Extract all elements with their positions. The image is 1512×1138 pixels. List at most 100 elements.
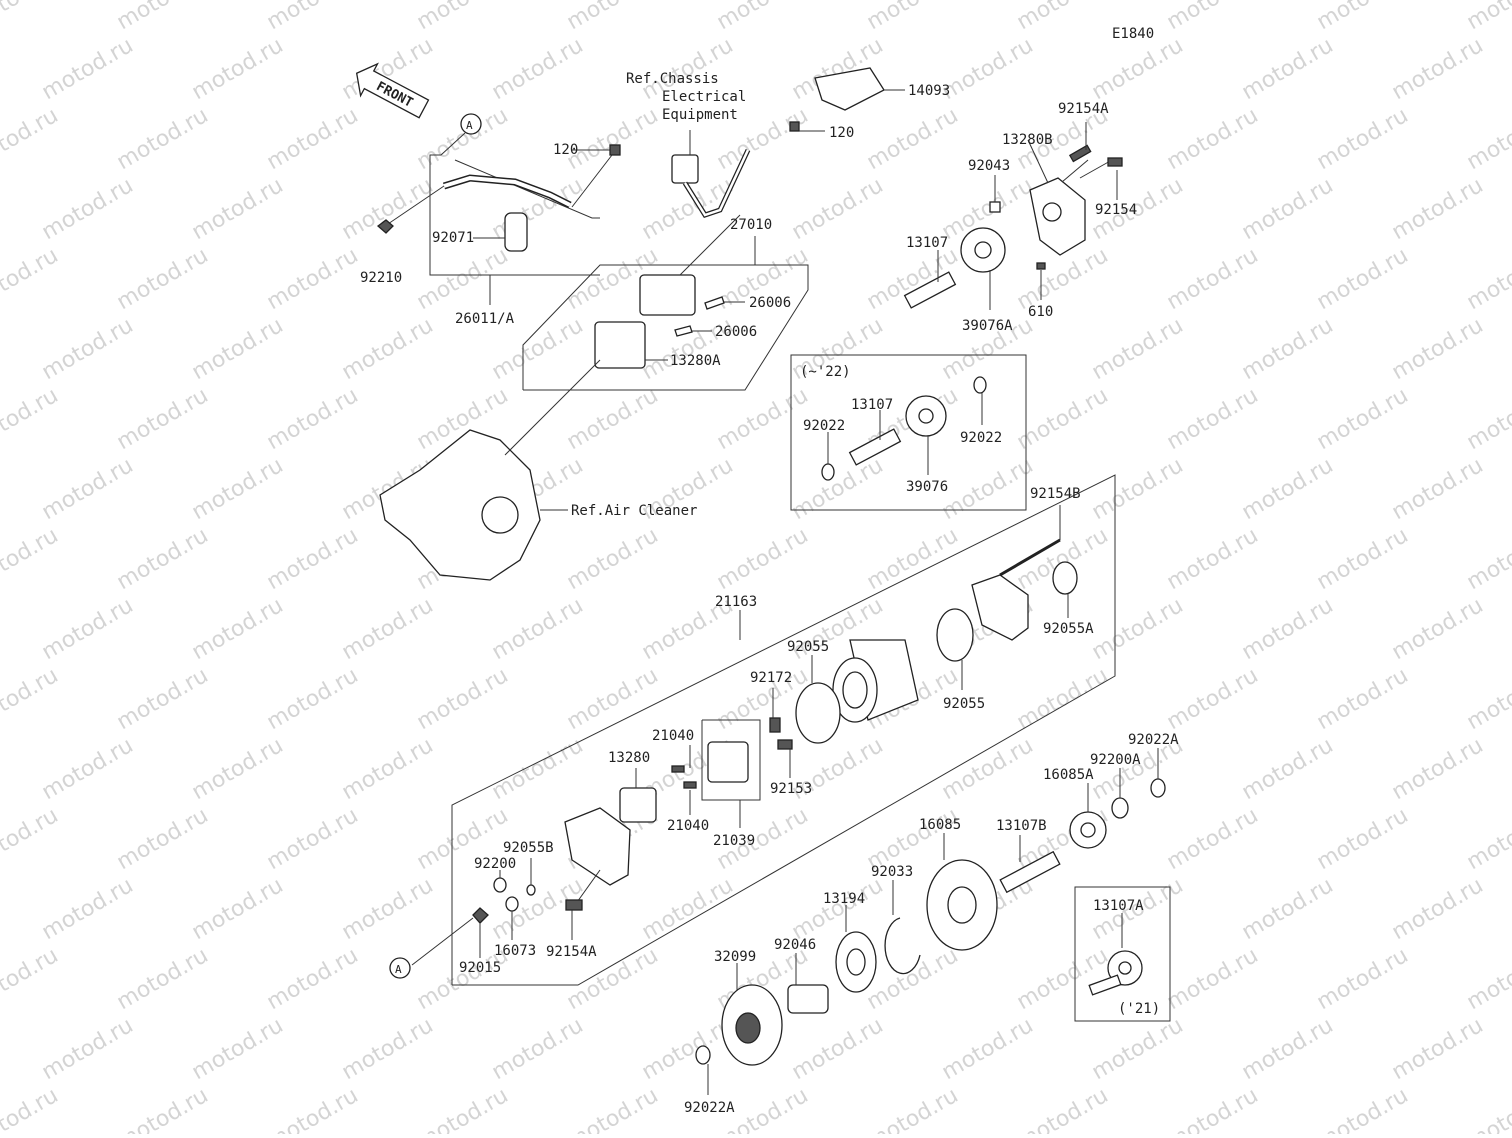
part-13107B: 13107B [996, 818, 1047, 834]
watermark-text: motod.ru [413, 103, 513, 175]
part-13107A: 13107A [1093, 898, 1144, 914]
watermark-text: motod.ru [938, 1013, 1038, 1085]
part-16085A: 16085A [1043, 767, 1094, 783]
marker-a-top-label: A [466, 119, 473, 132]
relay-group [522, 67, 905, 391]
part-26011: 26011/A [455, 311, 515, 327]
part-13280B: 13280B [1002, 132, 1053, 148]
watermark-text: motod.ru [263, 103, 363, 175]
watermark-text: motod.ru [863, 1083, 963, 1134]
watermark-text: motod.ru [938, 453, 1038, 525]
watermark-text: motod.ru [563, 383, 663, 455]
watermark-text: motod.ru [1163, 943, 1263, 1015]
watermark-text: motod.ru [1463, 383, 1512, 455]
part-26006-b: 26006 [715, 324, 757, 340]
watermark-text: motod.ru [413, 663, 513, 735]
fuse-26006-a-icon [704, 296, 725, 310]
watermark-text: motod.ru [413, 1083, 513, 1134]
watermark-text: motod.ru [863, 103, 963, 175]
bolt-92154-icon [1107, 157, 1123, 167]
part-92172: 92172 [750, 670, 792, 686]
ecu-14093-icon [814, 67, 885, 111]
watermark-text: motod.ru [38, 733, 138, 805]
part-13107-top: 13107 [906, 235, 948, 251]
watermark-text: motod.ru [1463, 0, 1512, 35]
watermark-text: motod.ru [338, 733, 438, 805]
marker-a-top-icon [460, 113, 482, 135]
watermark-text: motod.ru [1463, 243, 1512, 315]
watermark-text: motod.ru [263, 803, 363, 875]
part-92022A-top: 92022A [1128, 732, 1179, 748]
box-21: ('21) [1074, 886, 1171, 1022]
shaft-13107B-icon [999, 850, 1061, 894]
part-92154A-bottom: 92154A [546, 944, 597, 960]
oring-92055A-icon [1052, 561, 1078, 595]
watermark-text: motod.ru [713, 523, 813, 595]
box-upto-22: (~'22) [790, 354, 1027, 511]
watermark-text: motod.ru [0, 1083, 63, 1134]
watermark-text: motod.ru [1313, 523, 1413, 595]
watermark-text: motod.ru [713, 0, 813, 35]
watermark-text: motod.ru [188, 733, 288, 805]
watermark-text: motod.ru [1388, 873, 1488, 945]
part-92200: 92200 [474, 856, 516, 872]
watermark-text: motod.ru [1013, 663, 1113, 735]
watermark-text: motod.ru [0, 243, 63, 315]
watermark-text: motod.ru [1088, 453, 1188, 525]
washer-92022A-bottom-icon [695, 1045, 711, 1065]
part-27010: 27010 [730, 217, 772, 233]
watermark-text: motod.ru [113, 0, 213, 35]
watermark-text: motod.ru [1238, 593, 1338, 665]
connector-icon [671, 154, 699, 184]
spring-21040-b-icon [683, 781, 697, 789]
washer-16073-icon [505, 896, 519, 912]
watermark-text: motod.ru [1388, 453, 1488, 525]
watermark-text: motod.ru [488, 733, 588, 805]
part-21040-a: 21040 [652, 728, 694, 744]
bolt-120-right-icon [789, 121, 800, 132]
washer-92200A-icon [1111, 797, 1129, 819]
part-92055A: 92055A [1043, 621, 1094, 637]
shaft-13107-box-icon [848, 428, 902, 466]
oring-92055-mid-icon [936, 608, 974, 662]
part-21040-b: 21040 [667, 818, 709, 834]
bolt-92153-icon [777, 739, 793, 750]
watermark-text: motod.ru [338, 173, 438, 245]
washer-92200-icon [493, 877, 507, 893]
bearing-92046-icon [787, 984, 829, 1014]
watermark-text: motod.ru [38, 873, 138, 945]
idler-gear-group [903, 122, 1123, 310]
watermark-text: motod.ru [488, 593, 588, 665]
watermark-text: motod.ru [638, 873, 738, 945]
watermark-text: motod.ru [263, 383, 363, 455]
watermark-text: motod.ru [38, 593, 138, 665]
watermark-text: motod.ru [563, 0, 663, 35]
watermark-text: motod.ru [0, 943, 63, 1015]
fuse-26006-b-icon [674, 325, 693, 337]
watermark-text: motod.ru [38, 173, 138, 245]
watermark-text: motod.ru [788, 173, 888, 245]
ref-chassis-line3: Equipment [662, 107, 738, 123]
watermark-text: motod.ru [713, 383, 813, 455]
watermark-text: motod.ru [1163, 803, 1263, 875]
watermark-text: motod.ru [1088, 313, 1188, 385]
part-26006-a: 26006 [749, 295, 791, 311]
part-16085: 16085 [919, 817, 961, 833]
screw-92172-icon [769, 717, 781, 733]
watermark-text: motod.ru [563, 523, 663, 595]
part-120-left: 120 [553, 142, 578, 158]
watermark-text: motod.ru [1088, 33, 1188, 105]
part-92022-right: 92022 [960, 430, 1002, 446]
part-92154B: 92154B [1030, 486, 1081, 502]
part-92200A: 92200A [1090, 752, 1141, 768]
washer-92022-right-icon [973, 376, 987, 394]
note-21: ('21) [1118, 1001, 1160, 1017]
watermark-text: motod.ru [1463, 1083, 1512, 1134]
bolt-120-left-icon [609, 144, 621, 156]
nut-92015-icon [472, 907, 489, 924]
air-cleaner-ref [379, 359, 601, 581]
watermark-text: motod.ru [338, 313, 438, 385]
watermark-text: motod.ru [1313, 383, 1413, 455]
oring-92055-top-icon [795, 682, 841, 744]
